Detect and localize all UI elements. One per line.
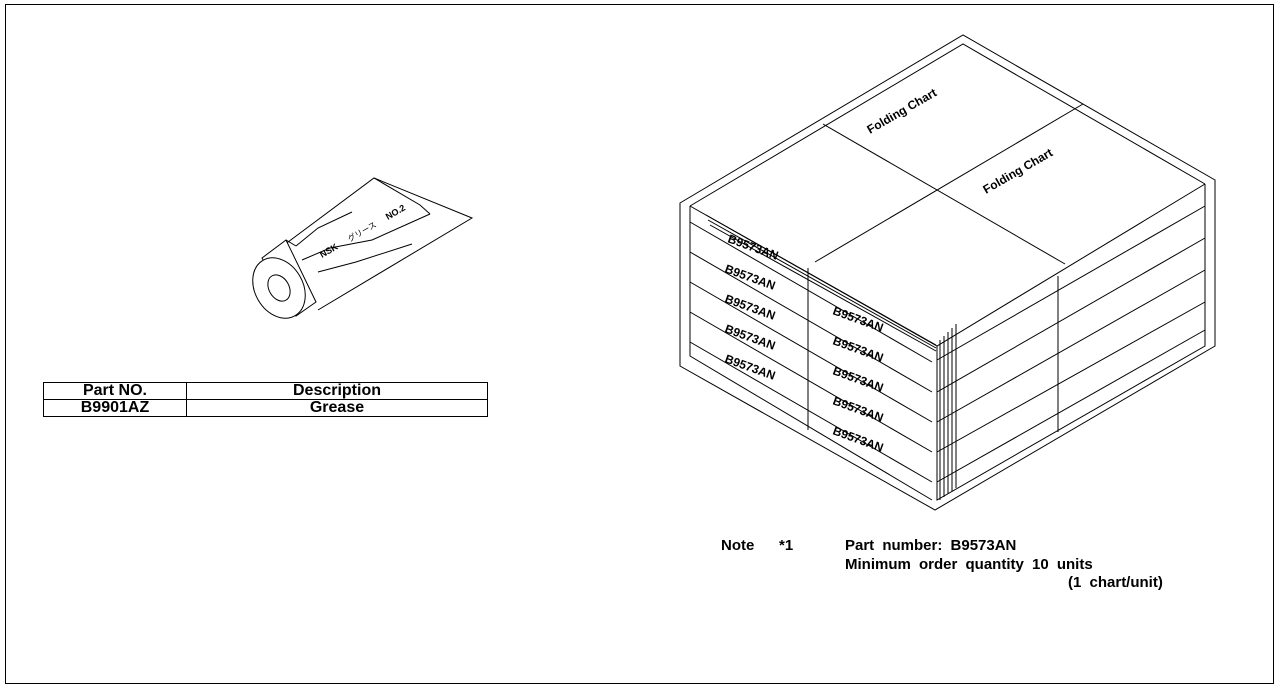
grease-tube-icon [252, 177, 474, 319]
table-row: B9901AZ Grease [43, 399, 488, 417]
header-description: Description [186, 382, 488, 400]
note-line-1: Part number: B9573AN [845, 537, 1017, 554]
parts-table-header: Part NO. Description [43, 382, 488, 400]
folding-chart-box [679, 34, 1216, 511]
note-line-2: Minimum order quantity 10 units [845, 556, 1093, 573]
note-line-3: (1 chart/unit) [1068, 574, 1163, 591]
cell-part-no: B9901AZ [43, 399, 187, 417]
note-ref: *1 [779, 537, 794, 554]
note-label: Note [721, 537, 755, 554]
parts-table: Part NO. Description B9901AZ Grease [43, 382, 488, 417]
cell-description: Grease [186, 399, 488, 417]
header-part-no: Part NO. [43, 382, 187, 400]
